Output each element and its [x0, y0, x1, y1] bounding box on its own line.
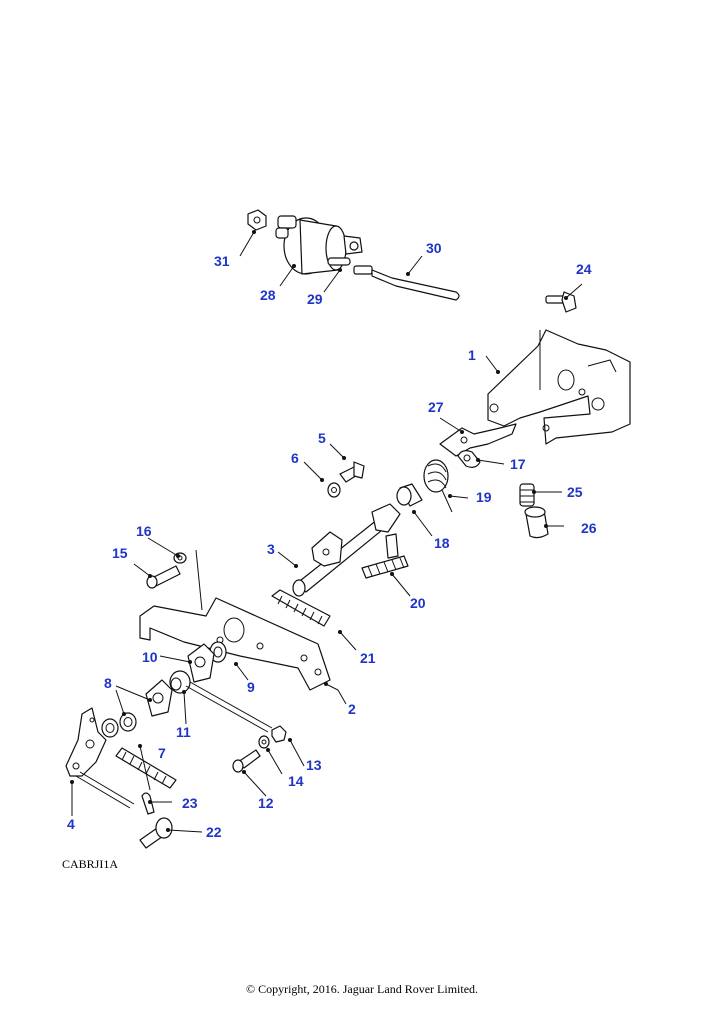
- callout-6: 6: [291, 450, 299, 466]
- callout-16: 16: [136, 523, 152, 539]
- callout-30: 30: [426, 240, 442, 256]
- part-7-washer: [101, 712, 137, 738]
- callout-3: 3: [267, 541, 275, 557]
- part-25-bump-stop: [519, 483, 535, 507]
- callout-29: 29: [307, 291, 323, 307]
- callout-17: 17: [510, 456, 526, 472]
- callout-23: 23: [182, 795, 198, 811]
- callout-7: 7: [158, 745, 166, 761]
- callout-15: 15: [112, 545, 128, 561]
- part-28-vacuum-actuator: [275, 215, 363, 275]
- callout-12: 12: [258, 795, 274, 811]
- callout-4: 4: [67, 816, 75, 832]
- callout-labels: 1 2 3 4 5 6 7 8 9 10 11 12 13 14 15 16 1…: [67, 240, 597, 840]
- part-27-lever: [439, 423, 517, 457]
- part-5-bolt: [339, 461, 365, 483]
- callout-22: 22: [206, 824, 222, 840]
- part-26-cap: [524, 506, 549, 539]
- callout-18: 18: [434, 535, 450, 551]
- callout-26: 26: [581, 520, 597, 536]
- leader-dots: [70, 230, 568, 832]
- callout-21: 21: [360, 650, 376, 666]
- leader-lines: [71, 231, 583, 833]
- part-22-clevis-pin: [139, 817, 173, 849]
- part-20-spring: [361, 555, 409, 579]
- part-12-bolt: [232, 749, 261, 773]
- part-2-pedal-plate: [139, 549, 331, 691]
- part-24-bolt: [545, 291, 577, 313]
- part-29-pin: [327, 257, 351, 266]
- part-3-cross-shaft: [292, 503, 401, 597]
- part-11-bush: [169, 670, 191, 694]
- part-23-split-pin: [141, 792, 155, 815]
- callout-9: 9: [247, 679, 255, 695]
- callout-10: 10: [142, 649, 158, 665]
- callout-14: 14: [288, 773, 304, 789]
- callout-28: 28: [260, 287, 276, 303]
- part-6-washer: [327, 482, 341, 498]
- callout-20: 20: [410, 595, 426, 611]
- part-4-lever: [65, 707, 107, 777]
- part-8-housing: [145, 679, 173, 717]
- part-13-nut: [271, 725, 287, 743]
- callout-5: 5: [318, 430, 326, 446]
- copyright-notice: © Copyright, 2016. Jaguar Land Rover Lim…: [245, 982, 479, 996]
- callout-8: 8: [104, 675, 112, 691]
- part-19-torsion-spring: [423, 459, 453, 513]
- callout-24: 24: [576, 261, 592, 277]
- callout-11: 11: [176, 724, 191, 740]
- part-18-bush: [396, 483, 423, 507]
- part-1-bracket: [487, 329, 631, 445]
- callout-31: 31: [214, 253, 230, 269]
- part-10-bearing-housing: [187, 643, 215, 683]
- callout-27: 27: [428, 399, 444, 415]
- callout-2: 2: [348, 701, 356, 717]
- part-31-nut: [247, 209, 267, 231]
- callout-1: 1: [468, 347, 476, 363]
- part-15-bolt: [146, 565, 181, 589]
- part-14-washer: [258, 735, 270, 749]
- part-4-spring: [115, 747, 177, 789]
- part-21-spring: [271, 589, 331, 627]
- figure-code: CABRJI1A: [62, 857, 119, 871]
- callout-19: 19: [476, 489, 492, 505]
- part-30-rod: [353, 265, 460, 301]
- part-17-clip: [457, 450, 481, 468]
- callout-25: 25: [567, 484, 583, 500]
- callout-13: 13: [306, 757, 322, 773]
